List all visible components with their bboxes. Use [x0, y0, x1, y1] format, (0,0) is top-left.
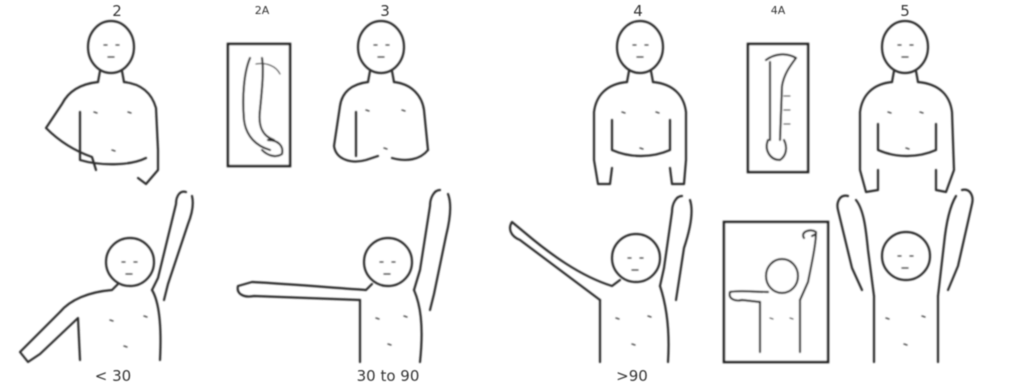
figure-under-30-torso [20, 192, 193, 362]
figure-3-torso [334, 21, 428, 161]
figure-both-arms-up-torso [837, 190, 972, 362]
figure-30-to-90-torso [238, 190, 450, 362]
figure-4-torso [594, 21, 686, 184]
framed-raised-arm-inset [724, 222, 828, 362]
figure-2a-inset [228, 44, 290, 166]
figure-2-torso [46, 21, 158, 184]
figure-over-90-torso [510, 196, 692, 362]
figure-5-torso [860, 21, 954, 192]
figure-4a-inset [748, 44, 808, 172]
